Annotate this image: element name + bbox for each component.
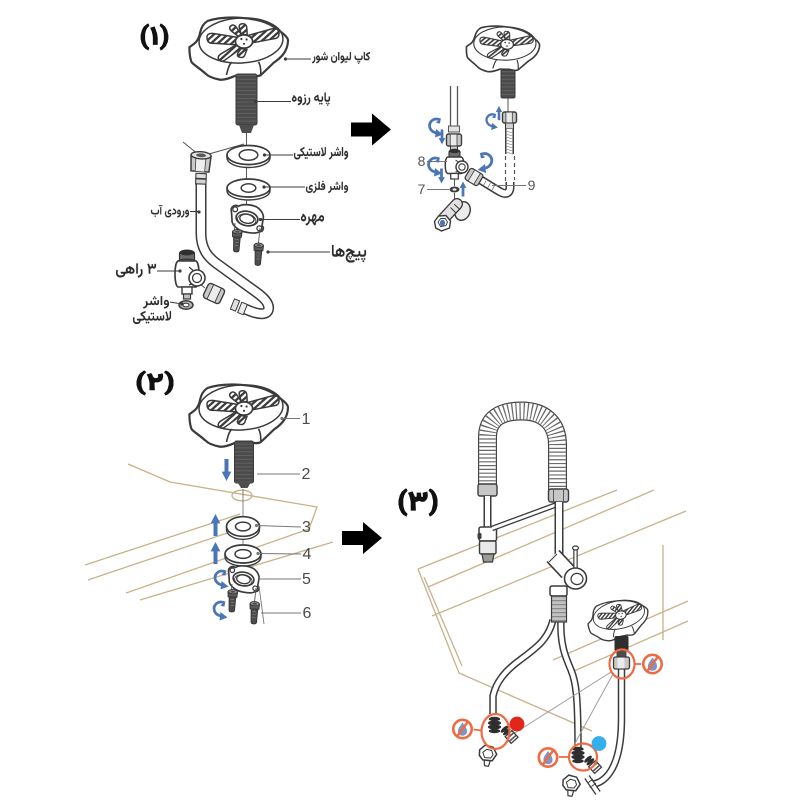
svg-text:5: 5 <box>302 571 311 588</box>
svg-text:2: 2 <box>302 466 311 483</box>
svg-text:4: 4 <box>303 546 312 563</box>
svg-text:8: 8 <box>418 153 426 169</box>
svg-text:3: 3 <box>302 519 311 536</box>
svg-text:1: 1 <box>302 411 311 428</box>
svg-text:7: 7 <box>418 181 426 197</box>
svg-text:9: 9 <box>528 177 536 193</box>
svg-text:6: 6 <box>303 605 312 622</box>
